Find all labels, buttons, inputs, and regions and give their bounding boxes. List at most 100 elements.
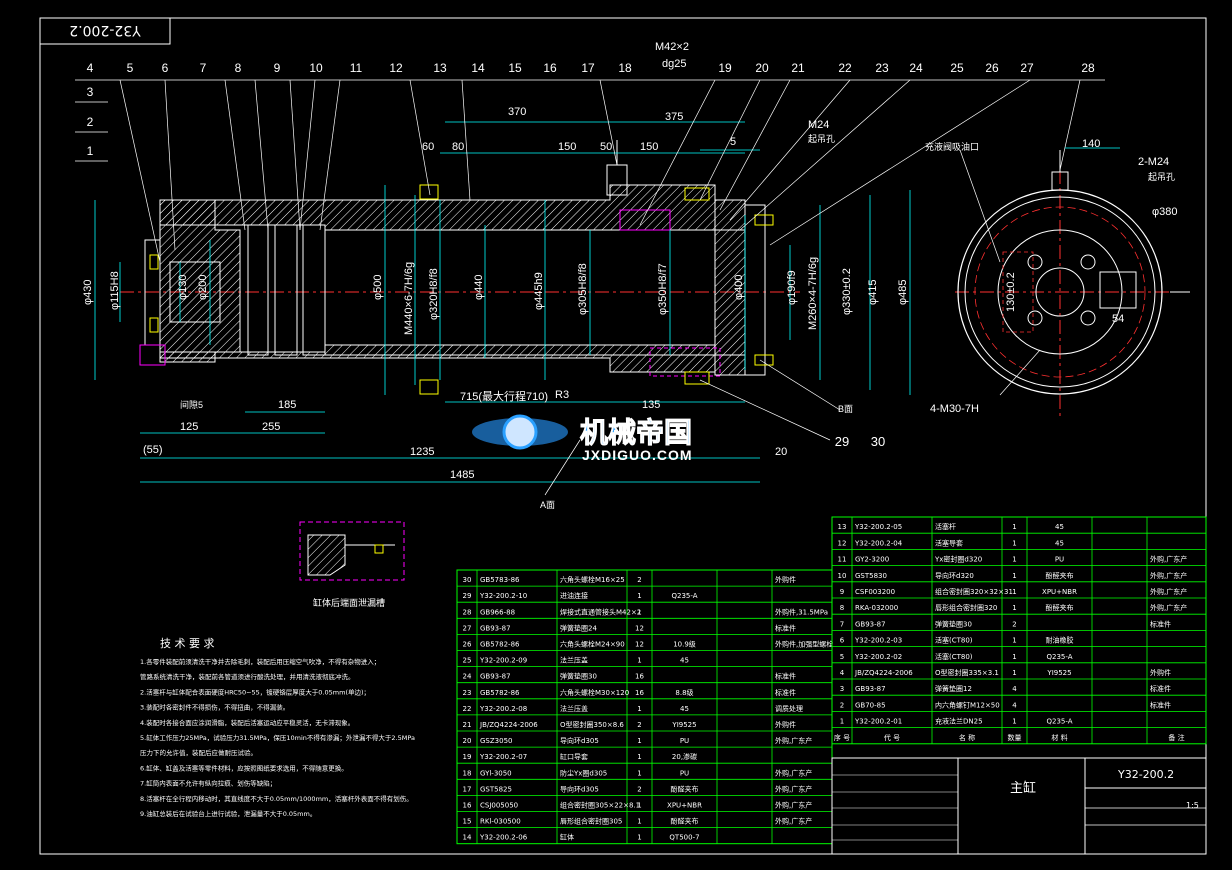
table-cell: GST5830 [855, 572, 887, 580]
front-flange [744, 204, 766, 376]
table-cell: 2 [840, 701, 844, 709]
dim-phi350: φ350H8/f7 [657, 263, 669, 315]
table-cell: 1 [637, 802, 641, 810]
table-cell: 缸口导套 [560, 752, 588, 761]
dim-50: 50 [600, 141, 612, 153]
balloon-28: 28 [1081, 61, 1095, 75]
table-cell: O型密封圈350×8.6 [560, 720, 624, 729]
tech-line: 7.缸筒内表面不允许有纵向拉痕、划伤等缺陷； [140, 779, 276, 788]
piston-seal-c [302, 224, 326, 356]
table-cell: 1 [637, 753, 641, 761]
dim-m24: M24 [808, 119, 829, 131]
balloon-26: 26 [985, 61, 999, 75]
table-cell: 活塞导套 [935, 538, 963, 547]
table-cell: 导向环d320 [935, 571, 974, 580]
table-header-remark: 备 注 [1168, 733, 1184, 742]
table-cell: 1 [840, 718, 844, 726]
table-cell: 30 [463, 576, 472, 584]
table-cell: 29 [463, 592, 472, 600]
table-cell: 1 [1012, 604, 1016, 612]
balloon-19: 19 [718, 61, 732, 75]
table-cell: 28 [463, 608, 472, 616]
table-cell: 2 [637, 785, 641, 793]
table-cell: 3 [840, 685, 844, 693]
dim-dg25: dg25 [662, 58, 686, 70]
table-cell: 弹簧垫圈12 [935, 684, 972, 693]
table-cell: PU [1055, 556, 1064, 564]
table-cell: 焊接式直通管接头M42×2 [560, 607, 641, 616]
table-cell: 1 [1012, 588, 1016, 596]
table-cell: 标准件 [1150, 619, 1171, 628]
vertical-dim-lines [94, 185, 911, 395]
table-cell: 22 [463, 705, 472, 713]
table-cell: Yx密封圈d320 [934, 555, 982, 564]
drawing-number-stamp: Y32-200.2 [69, 22, 142, 38]
table-cell: 调质处理 [775, 704, 803, 713]
watermark-cn: 机械帝国 [580, 416, 692, 449]
table-cell: GY2-3200 [855, 556, 889, 564]
seal-top [619, 209, 671, 231]
table-cell: YI9525 [671, 721, 696, 729]
table-cell: 1 [637, 608, 641, 616]
table-cell: 导向环d305 [560, 736, 599, 745]
piston-seal-a [247, 224, 269, 356]
table-cell: GB93-87 [855, 685, 886, 693]
table-cell: 酚醛夹布 [1046, 571, 1074, 580]
balloon-23: 23 [875, 61, 889, 75]
leader-lines [119, 79, 1081, 441]
dim-m30: 4-M30-7H [930, 403, 979, 415]
table-cell: 20,渗碳 [672, 752, 697, 761]
dim-1235: 1235 [410, 446, 434, 458]
table-cell: Y32-200.2-03 [854, 637, 902, 645]
dim-r3: R3 [555, 389, 569, 401]
table-cell: 导向环d305 [560, 784, 599, 793]
table-cell: 2 [1012, 620, 1016, 628]
dim-55: (55) [143, 444, 163, 456]
table-cell: JB/ZQ4224-2006 [479, 721, 538, 729]
dim-lift-hole: 起吊孔 [808, 134, 835, 144]
table-cell: 内六角螺钉M12×50 [935, 700, 1000, 709]
dim-150a: 150 [558, 141, 576, 153]
tech-line: 管路系统清洗干净，装配前各管道须进行酸洗处理，并用清洗液彻底冲洗。 [140, 672, 355, 681]
table-cell: 45 [680, 705, 689, 713]
table-cell: 2 [637, 576, 641, 584]
bolt-top-right [684, 187, 710, 201]
dim-hole5: 间隙5 [180, 399, 203, 410]
dim-phi380: φ380 [1152, 206, 1178, 218]
table-cell: GB5782-86 [480, 689, 520, 697]
table-cell: 外购件,31.5MPa [775, 607, 828, 616]
balloon-29: 29 [835, 434, 849, 449]
dim-185: 185 [278, 399, 296, 411]
table-cell: O型密封圈335×3.1 [935, 668, 999, 677]
table-cell: 标准件 [1150, 700, 1171, 709]
table-cell: 外购,广东产 [1150, 587, 1187, 596]
balloon-2: 2 [87, 115, 94, 129]
table-cell: RKA-032000 [855, 604, 898, 612]
table-cell: 16 [635, 689, 644, 697]
table-cell: 法兰压盖 [560, 704, 588, 713]
table-cell: GB70-85 [855, 701, 886, 709]
table-cell: 1 [637, 592, 641, 600]
balloon-17: 17 [581, 61, 595, 75]
balloon-14: 14 [471, 61, 485, 75]
table-cell: 14 [463, 834, 472, 842]
dim-m24x2: 2-M24 [1138, 156, 1169, 168]
dim-20: 20 [775, 446, 787, 458]
table-cell: 45 [1055, 523, 1064, 531]
table-cell: 8 [840, 604, 844, 612]
dim-m260: M260×4-7H/6g [807, 257, 819, 330]
table-cell: GSZ3050 [480, 737, 512, 745]
table-cell: 外购,广东产 [775, 801, 812, 810]
table-cell: 1 [637, 737, 641, 745]
